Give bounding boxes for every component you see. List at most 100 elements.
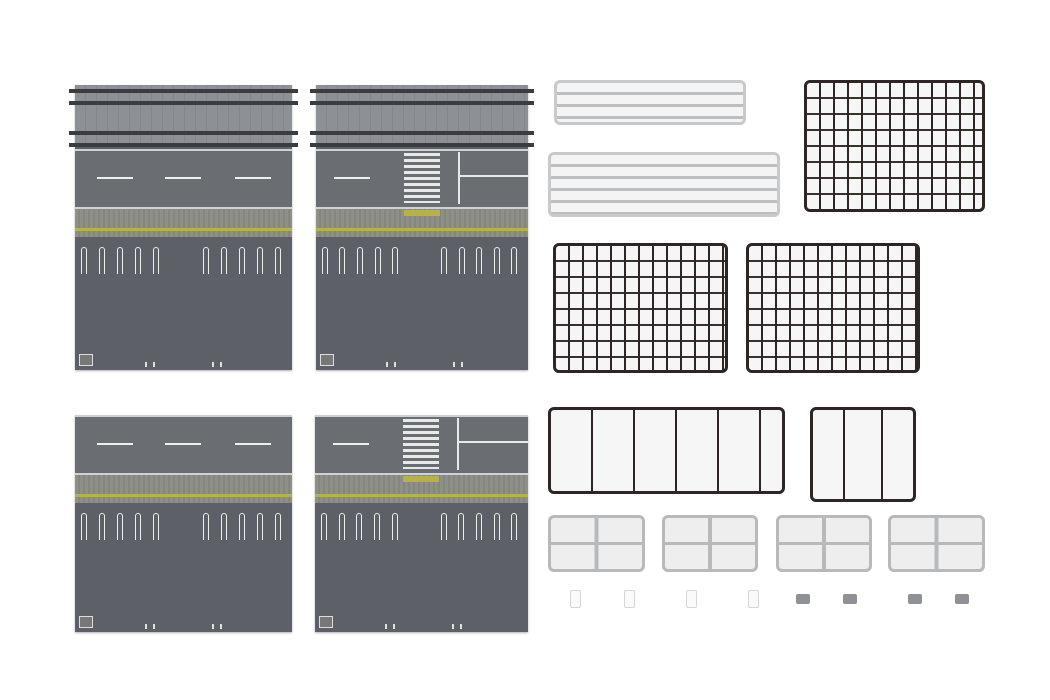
rail [310,101,534,105]
small-sprue-3 [776,515,872,572]
lane-dash [165,177,201,179]
parking-space-line [357,247,364,274]
white-clip [570,590,581,608]
dark-sprue-4 [548,407,785,494]
joint-mark [461,362,463,367]
road-lanes [75,415,292,475]
parking-space-line [153,513,159,540]
parking-space-line [99,513,105,540]
sign-plate [79,354,93,366]
joint-mark [145,624,147,629]
parking-space-line [392,247,399,274]
sidewalk [75,209,292,237]
parking-space-line [135,247,141,274]
joint-mark [220,624,222,629]
track-section [75,85,292,147]
parking-space-line [203,513,209,540]
joint-mark [386,362,388,367]
stop-line [458,152,460,204]
parking-space-line [239,513,245,540]
sign-plate [319,616,333,628]
crosswalk-board [315,415,528,632]
parking-space-line [339,247,346,274]
parking-space-line [356,513,363,540]
joint-mark [394,362,396,367]
white-clip [624,590,635,608]
joint-mark [460,624,462,629]
rail [69,89,298,93]
sign-plate [79,616,93,628]
parking-space-line [338,513,345,540]
joint-mark [153,624,155,629]
tactile-patch [404,210,440,216]
parking-space-line [239,247,245,274]
small-sprue-1 [548,515,645,572]
parking-space-line [221,513,227,540]
road-board [75,415,292,632]
light-sprue-1 [554,80,746,125]
parking-space-line [493,247,500,274]
joint-mark [220,362,222,367]
crosswalk [403,419,439,469]
parking-space-line [221,247,227,274]
parking-space-line [321,247,328,274]
parking-space-line [275,247,281,274]
parking-space-line [391,513,398,540]
tactile-paving-line [315,494,528,497]
joint-mark [393,624,395,629]
gray-block [908,594,922,604]
joint-mark [452,624,454,629]
lane-dash [97,443,133,445]
tactile-paving-line [316,228,528,231]
dark-sprue-2 [553,243,728,373]
dark-sprue-5 [810,407,916,502]
track-section [316,85,528,147]
dark-sprue-3 [746,243,920,373]
gray-block [955,594,969,604]
parking-space-line [458,513,465,540]
parking-space-line [511,247,518,274]
parking-space-line [475,513,482,540]
rail [69,143,298,147]
tactile-paving-line [75,494,292,497]
road-lanes [75,149,292,209]
parking-space-line [320,513,327,540]
white-clip [748,590,759,608]
parking-space-line [81,247,87,274]
lane-line [460,175,528,177]
rail [310,131,534,135]
parking-space-line [117,513,123,540]
track-road-board [69,85,298,370]
parking-space-line [511,513,518,540]
joint-mark [145,362,147,367]
white-clip [686,590,697,608]
parking-space-line [441,247,448,274]
rail [310,143,534,147]
joint-mark [453,362,455,367]
parking-space-line [257,247,263,274]
gray-block [796,594,810,604]
crosswalk [404,153,440,203]
stop-line [457,418,459,470]
parking-space-line [476,247,483,274]
parking-space-line [374,247,381,274]
joint-mark [153,362,155,367]
parking-space-line [153,247,159,274]
lane-line [459,441,528,443]
rail [69,131,298,135]
lane-dash [235,443,271,445]
parking-space-line [275,513,281,540]
tactile-patch [403,476,439,482]
parking-space-line [81,513,87,540]
sign-plate [320,354,334,366]
lane-dash [333,443,369,445]
rail [310,89,534,93]
small-sprue-2 [662,515,758,572]
parking-space-line [117,247,123,274]
lane-dash [165,443,201,445]
parking-space-line [440,513,447,540]
joint-mark [212,624,214,629]
parking-space-line [99,247,105,274]
dark-sprue-1 [804,80,985,212]
